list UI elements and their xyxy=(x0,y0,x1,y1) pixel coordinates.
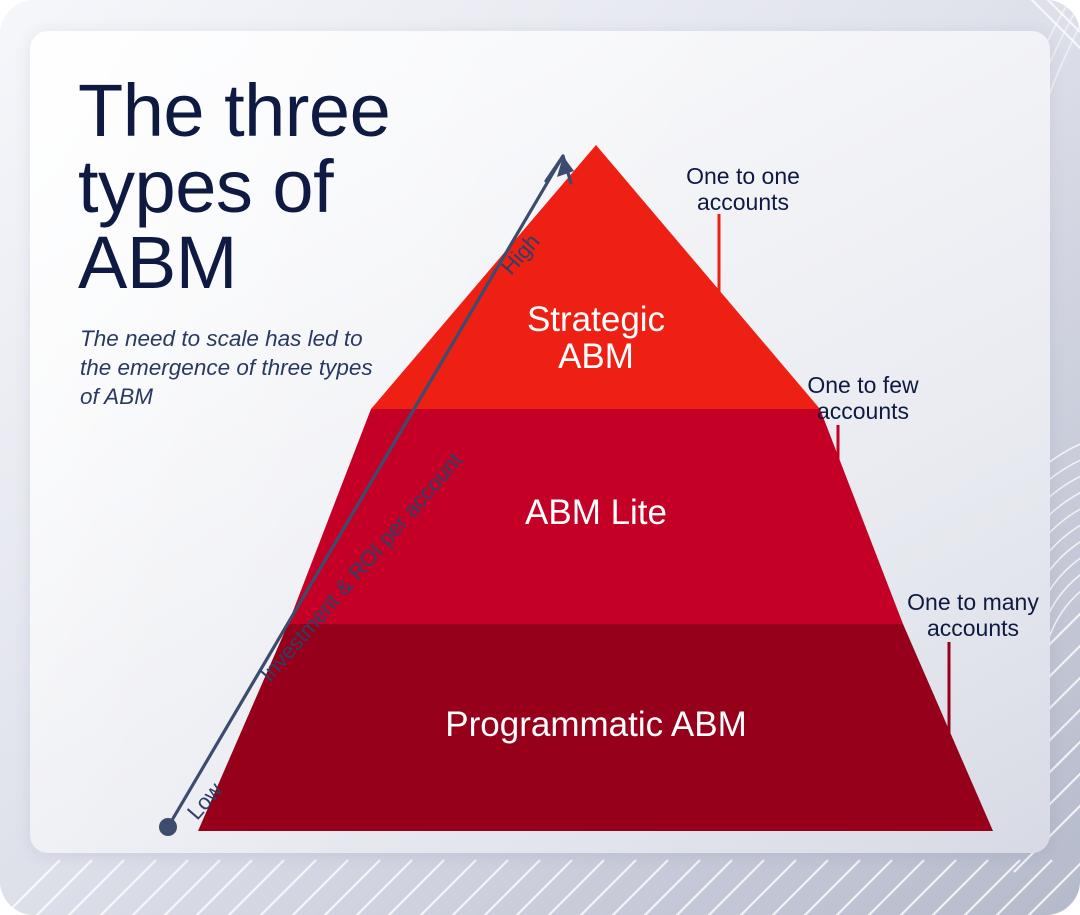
callout-connector-abm-lite xyxy=(798,425,840,518)
title-line-2: types of xyxy=(78,145,334,228)
pyramid-tier-strategic xyxy=(371,145,820,409)
callout-label-one-to-one: One to one accounts xyxy=(686,163,800,215)
page-title: The three types of ABM xyxy=(78,73,498,301)
callout-label-one-to-many: One to many accounts xyxy=(907,589,1039,641)
tier-label-abm-lite: ABM Lite xyxy=(525,493,667,532)
tier-label-programmatic: Programmatic ABM xyxy=(445,705,747,744)
tier-label-strategic: Strategic ABM xyxy=(526,300,666,377)
callout-label-one-to-few: One to few accounts xyxy=(807,372,919,424)
subtitle-text: The need to scale has led to the emergen… xyxy=(80,326,373,409)
axis-arrow xyxy=(159,154,574,836)
title-line-1: The three xyxy=(78,69,391,152)
pyramid-tier-abm-lite xyxy=(288,409,903,624)
title-line-3: ABM xyxy=(78,221,237,304)
content-card: The three types of ABM The need to scale… xyxy=(30,31,1050,853)
pyramid-tier-programmatic xyxy=(198,624,993,831)
pyramid-diagram xyxy=(159,145,993,836)
callout-connector-strategic xyxy=(678,214,721,307)
callout-connector-programmatic xyxy=(908,642,951,735)
